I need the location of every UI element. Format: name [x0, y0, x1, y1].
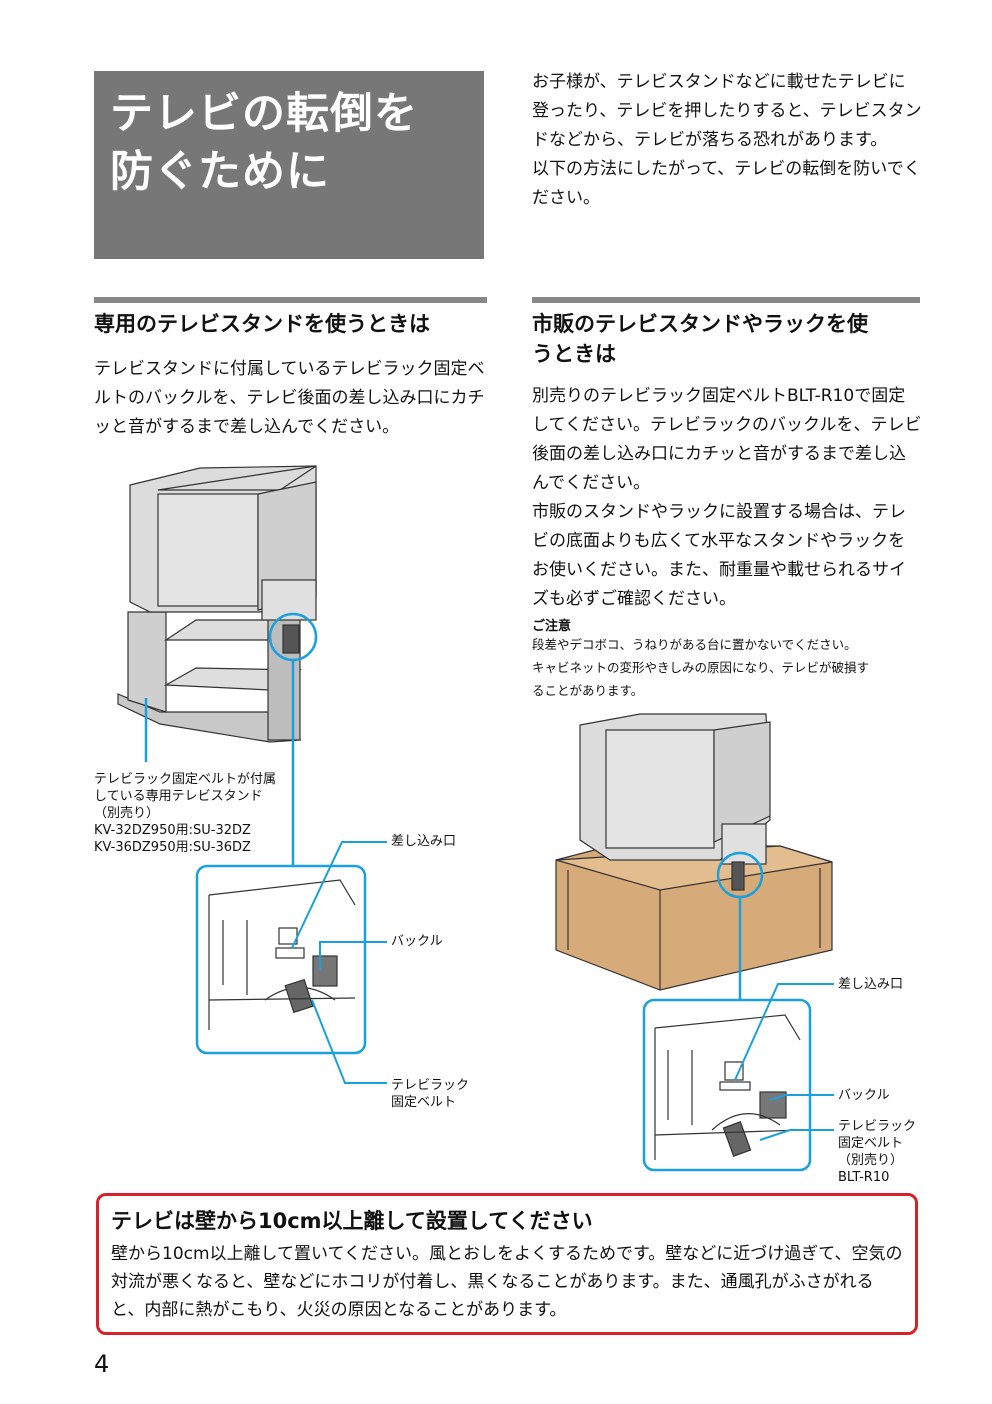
right-section-heading: 市販のテレビスタンドやラックを使 うときは	[532, 312, 868, 366]
rack-tv-illustration	[555, 713, 833, 991]
left-section-body: テレビスタンドに付属しているテレビラック固定ベルトのバックルを、テレビ後面の差し…	[94, 359, 485, 437]
right-section-rule	[532, 297, 920, 303]
title-block: テレビの転倒を 防ぐために	[94, 71, 484, 259]
rack-detail-drawing	[654, 1014, 801, 1160]
rack-buckle-label: バックル	[838, 1088, 890, 1103]
stand-label: テレビラック固定ベルトが付属 している専用テレビスタンド （別売り） KV-32…	[94, 772, 277, 855]
intro-paragraph-1: お子様が、テレビスタンドなどに載せたテレビに登ったり、テレビを押したりすると、テ…	[532, 72, 922, 150]
rack-belt-label: テレビラック 固定ベルト （別売り） BLT-R10	[838, 1119, 917, 1185]
intro-text: お子様が、テレビスタンドなどに載せたテレビに登ったり、テレビを押したりすると、テ…	[532, 68, 922, 213]
stand-buckle-label: バックル	[391, 934, 443, 949]
stand-detail-frame	[195, 864, 367, 1055]
stand-tv-illustration	[117, 465, 317, 743]
left-section-rule	[94, 297, 487, 303]
rack-callout-lines	[716, 851, 764, 1000]
right-section-body: 別売りのテレビラック固定ベルトBLT-R10で固定してください。テレビラックのバ…	[532, 386, 922, 609]
warning-title: テレビは壁から10cm以上離して設置してください	[111, 1209, 593, 1233]
stand-slot-label: 差し込み口	[391, 834, 457, 849]
rack-slot-label: 差し込み口	[838, 977, 904, 992]
stand-belt-label: テレビラック 固定ベルト	[391, 1078, 470, 1110]
page-number: 4	[94, 1350, 110, 1378]
rack-detail-leaders	[734, 983, 834, 1141]
caution-title: ご注意	[532, 619, 572, 634]
rack-detail-frame	[642, 998, 812, 1172]
intro-paragraph-2: 以下の方法にしたがって、テレビの転倒を防いでください。	[532, 159, 921, 208]
stand-detail-drawing	[208, 879, 356, 1030]
warning-box: テレビは壁から10cm以上離して設置してください 壁から10cm以上離して置いて…	[96, 1193, 918, 1335]
warning-body: 壁から10cm以上離して置いてください。風とおしをよくするためです。壁などに近づ…	[111, 1244, 903, 1320]
stand-callout-lines	[144, 612, 318, 866]
caution-body: 段差やデコボコ、うねりがある台に置かないでください。 キャビネットの変形やきしみ…	[532, 637, 870, 698]
stand-detail-leaders	[291, 841, 387, 1084]
left-section-heading: 専用のテレビスタンドを使うときは	[94, 312, 430, 336]
page-title: テレビの転倒を 防ぐために	[110, 89, 418, 197]
